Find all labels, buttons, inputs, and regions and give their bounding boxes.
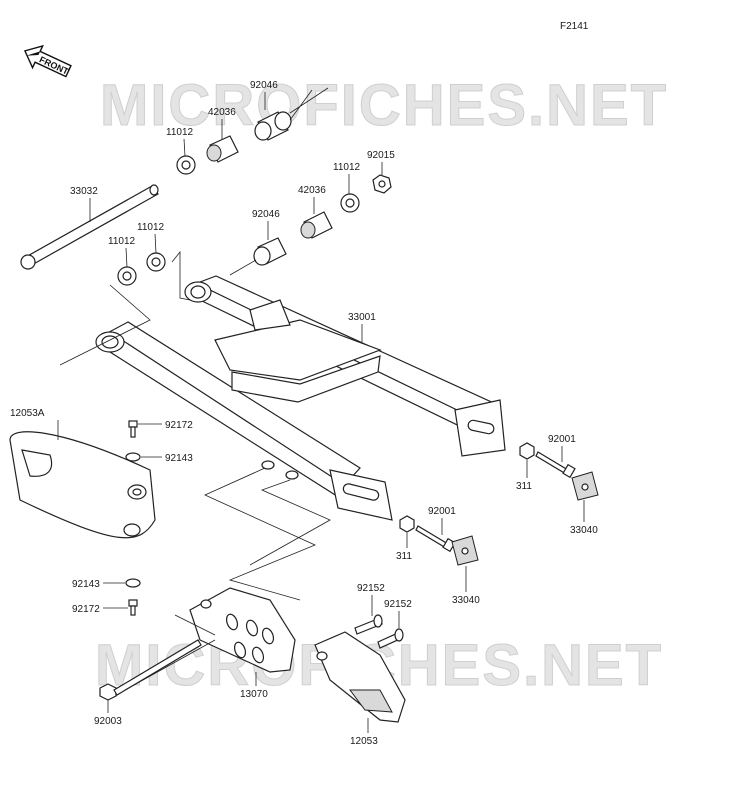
label-92172a: 92172 (165, 420, 193, 431)
label-12053A: 12053A (10, 408, 45, 419)
nut-311b (399, 515, 415, 533)
bolt-92172a (128, 420, 138, 438)
bolt-92003 (99, 639, 202, 701)
label-11012d: 11012 (108, 236, 136, 247)
front-arrow-icon: FRONT (23, 44, 72, 78)
label-92001a: 92001 (548, 434, 576, 445)
guide-lines-pivot (59, 87, 329, 366)
label-42036a: 42036 (208, 107, 236, 118)
watermark-top: MICROFICHES.NET (100, 73, 668, 138)
label-311b: 311 (396, 551, 412, 562)
label-92152a: 92152 (357, 583, 385, 594)
label-42036b: 42036 (298, 185, 326, 196)
seal-11012c (146, 252, 166, 272)
collar-92046b (253, 237, 287, 266)
seal-11012b (340, 193, 360, 213)
bolt-92001b (415, 525, 456, 553)
pivot-shaft-33032 (20, 184, 159, 270)
label-92003: 92003 (94, 716, 122, 727)
label-92152b: 92152 (384, 599, 412, 610)
label-92046a: 92046 (250, 80, 278, 91)
washer-92143b (125, 578, 141, 588)
label-33001: 33001 (348, 312, 376, 323)
label-33040b: 33040 (452, 595, 480, 606)
label-12053: 12053 (350, 736, 378, 747)
plate-33040b (451, 535, 479, 566)
label-92015: 92015 (367, 150, 395, 161)
label-92046b: 92046 (252, 209, 280, 220)
figure-id: F2141 (560, 21, 589, 32)
label-92001b: 92001 (428, 506, 456, 517)
chain-guide-13070 (189, 587, 296, 673)
label-11012c: 11012 (137, 222, 165, 233)
bolt-92152b (377, 628, 404, 649)
label-92143a: 92143 (165, 453, 193, 464)
seal-11012a (176, 155, 196, 175)
bolt-92152a (354, 614, 383, 635)
nut-311a (519, 442, 535, 460)
guide-lines-chain (124, 467, 331, 691)
label-33040a: 33040 (570, 525, 598, 536)
label-33032: 33032 (70, 186, 98, 197)
label-group: 92046 42036 11012 92015 11012 42036 3303… (10, 80, 598, 747)
swingarm-33001 (95, 275, 506, 521)
seal-11012d (117, 266, 137, 286)
bushing-42036a (206, 135, 239, 163)
label-11012a: 11012 (166, 127, 194, 138)
plate-33040a (571, 471, 599, 501)
chain-guide-12053 (314, 631, 406, 723)
chain-guide-12053A (9, 431, 156, 539)
label-311a: 311 (516, 481, 532, 492)
label-13070: 13070 (240, 689, 268, 700)
label-92172b: 92172 (72, 604, 100, 615)
nut-92015 (372, 174, 392, 194)
label-92143b: 92143 (72, 579, 100, 590)
bolt-92172b (128, 599, 138, 616)
bolt-92001a (535, 451, 576, 479)
collar-92046a (254, 111, 292, 141)
label-11012b: 11012 (333, 162, 361, 173)
washer-92143a (125, 452, 141, 462)
bushing-42036b (300, 211, 333, 239)
